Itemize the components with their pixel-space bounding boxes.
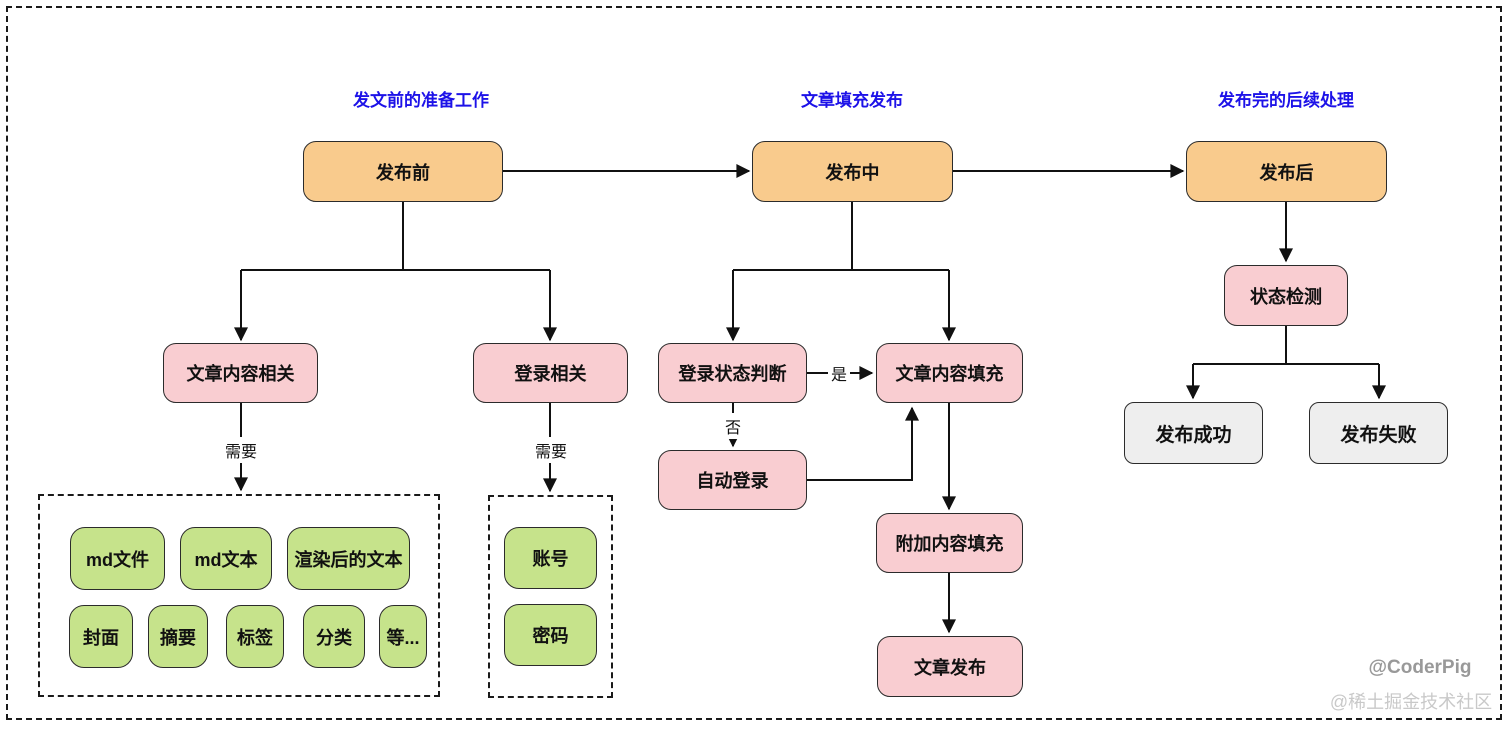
node-password: 密码 [504, 604, 597, 666]
node-pre-publish: 发布前 [303, 141, 503, 202]
node-content-fill: 文章内容填充 [876, 343, 1023, 403]
section-title-prep: 发文前的准备工作 [353, 91, 489, 110]
watermark-community: @稀土掘金技术社区 [1329, 692, 1493, 712]
edge-label-yes: 是 [827, 360, 851, 386]
section-title-post: 发布完的后续处理 [1218, 91, 1354, 110]
node-extra-fill: 附加内容填充 [876, 513, 1023, 573]
node-etc: 等... [379, 605, 427, 668]
node-category: 分类 [303, 605, 365, 668]
node-publishing: 发布中 [752, 141, 953, 202]
node-cover: 封面 [69, 605, 133, 668]
edge-label-no: 否 [721, 413, 745, 439]
node-auto-login: 自动登录 [658, 450, 807, 510]
node-status-check: 状态检测 [1224, 265, 1348, 326]
node-publish-fail: 发布失败 [1309, 402, 1448, 464]
watermark-author: @CoderPig [1368, 657, 1472, 678]
content-items-group [38, 494, 440, 697]
node-rendered-text: 渲染后的文本 [287, 527, 410, 590]
node-md-file: md文件 [70, 527, 165, 590]
node-login-check: 登录状态判断 [658, 343, 807, 403]
node-publish-success: 发布成功 [1124, 402, 1263, 464]
node-tags: 标签 [226, 605, 284, 668]
node-content-related: 文章内容相关 [163, 343, 318, 403]
arrow-auto-login-to-content-fill [807, 406, 919, 481]
node-md-text: md文本 [180, 527, 272, 590]
node-post-publish: 发布后 [1186, 141, 1387, 202]
node-login-related: 登录相关 [473, 343, 628, 403]
edge-label-need-content: 需要 [221, 437, 261, 463]
login-items-group [488, 495, 613, 698]
section-title-fill: 文章填充发布 [801, 91, 903, 110]
node-summary: 摘要 [148, 605, 208, 668]
node-account: 账号 [504, 527, 597, 589]
node-article-publish: 文章发布 [877, 636, 1023, 697]
edge-label-need-login: 需要 [531, 437, 571, 463]
